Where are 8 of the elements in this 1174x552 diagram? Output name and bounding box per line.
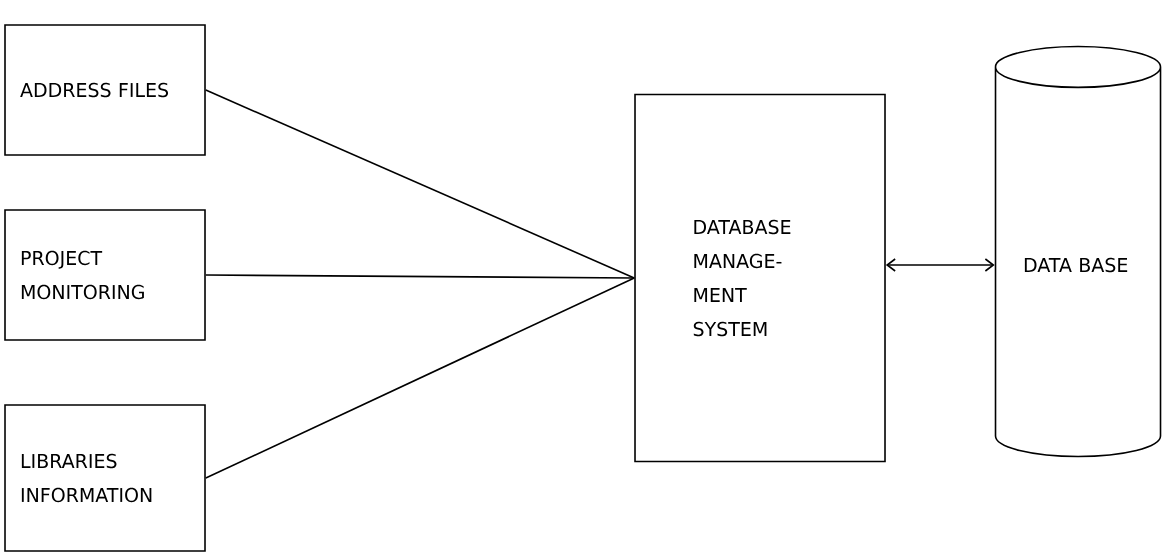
- arrow: [885, 258, 995, 272]
- connector-line: [205, 277, 635, 479]
- process-box: LIBRARIES INFORMATION: [4, 404, 206, 552]
- connector-line: [205, 89, 635, 279]
- process-box: PROJECT MONITORING: [4, 209, 206, 341]
- connector-line: [205, 274, 635, 279]
- process-box: DATABASE MANAGE- MENT SYSTEM: [634, 93, 886, 463]
- process-box: ADDRESS FILES: [4, 24, 206, 156]
